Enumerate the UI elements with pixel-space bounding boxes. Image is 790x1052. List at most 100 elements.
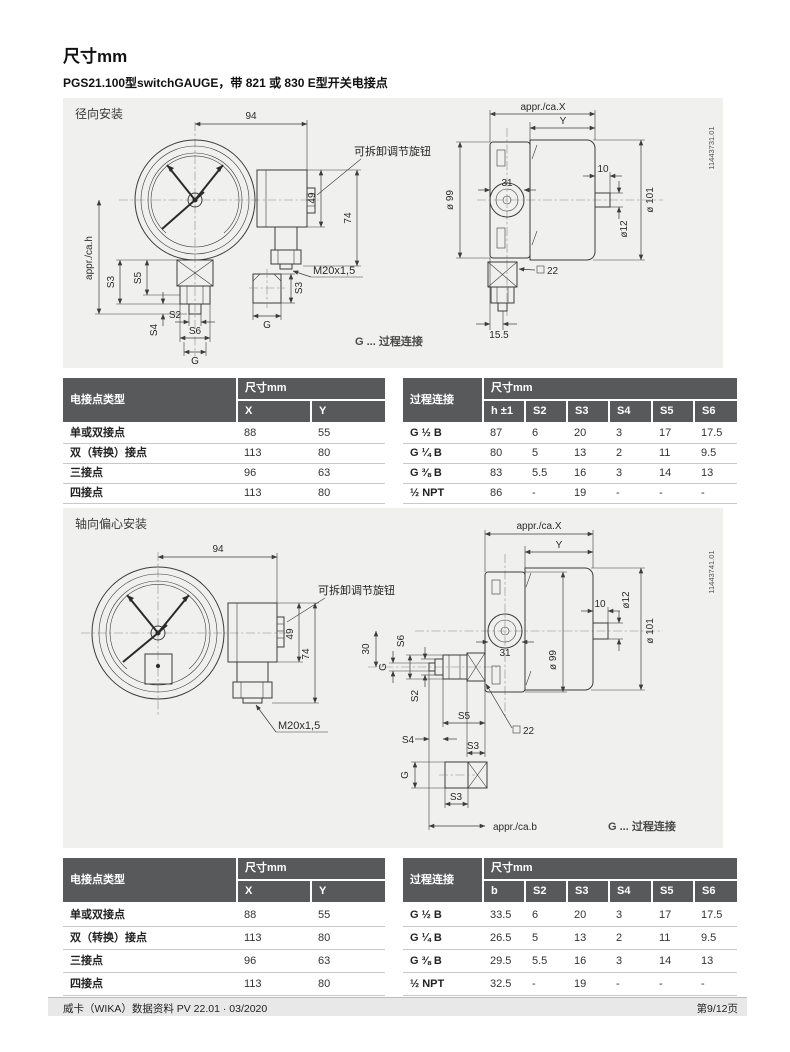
cell: 14 xyxy=(652,463,694,484)
dia-12-label: ø12 xyxy=(621,591,632,609)
row-label: 三接点 xyxy=(63,463,237,484)
col-header-process: 过程连接 xyxy=(403,378,484,424)
cell-y: 55 xyxy=(311,423,385,444)
cell: 29.5 xyxy=(483,949,525,973)
gauge-dial xyxy=(134,139,256,261)
adjustment-knob xyxy=(489,182,525,218)
cell-y: 63 xyxy=(311,949,385,973)
plug-s3-label: S3 xyxy=(450,792,463,803)
col-header-dim: 尺寸mm xyxy=(237,858,385,881)
dim-g-label: G xyxy=(378,663,389,671)
gauge-dial xyxy=(91,566,225,700)
adjustment-knob xyxy=(487,613,523,649)
dim-49-label: 49 xyxy=(307,192,318,204)
row-label: G ¼ B xyxy=(403,443,483,464)
dim-y-label: Y xyxy=(556,540,563,551)
cell: 26.5 xyxy=(483,926,525,950)
cell: 14 xyxy=(652,949,694,973)
row-label: G ½ B xyxy=(403,903,483,927)
dia-101-label: ø 101 xyxy=(645,187,656,213)
dia-101-label: ø 101 xyxy=(645,618,656,644)
cell: 17 xyxy=(652,423,694,444)
dim-s6-label: S6 xyxy=(189,326,202,337)
cell: - xyxy=(694,972,738,996)
col-header-y: Y xyxy=(311,400,385,424)
dim-s5-label: S5 xyxy=(133,271,144,284)
cell: 9.5 xyxy=(694,926,738,950)
footer-page-number: 第9/12页 xyxy=(696,1003,738,1015)
axial-mounting-panel: 轴向偏心安装 xyxy=(63,508,723,848)
cell: 2 xyxy=(609,926,652,950)
axial-mounting-drawing: 94 49 74 可拆卸调节旋钮 M20x1,5 xyxy=(81,521,716,833)
process-plug: S3 G xyxy=(249,269,305,331)
dia-99-label: ø 99 xyxy=(548,650,559,670)
col-header-s5: S5 xyxy=(652,880,695,904)
col-header-s5: S5 xyxy=(652,400,695,424)
row-label: G ¼ B xyxy=(403,926,483,950)
col-header-s3: S3 xyxy=(567,400,610,424)
col-header-s6: S6 xyxy=(694,400,738,424)
row-label: 四接点 xyxy=(63,483,237,504)
cell: - xyxy=(609,483,652,504)
radial-front-view: 94 appr./ca.h S3 S5 S2 xyxy=(84,111,431,367)
cell: 13 xyxy=(567,443,609,464)
cell: 11 xyxy=(652,926,694,950)
radial-mounting-drawing: 94 appr./ca.h S3 S5 S2 xyxy=(84,102,716,367)
cell: 87 xyxy=(483,423,525,444)
row-label: 单或双接点 xyxy=(63,423,237,444)
col-header-s6: S6 xyxy=(694,880,738,904)
dim-x-label: appr./ca.X xyxy=(520,102,565,113)
dim-15-5-label: 15.5 xyxy=(489,330,509,341)
col-header-h: h ±1 xyxy=(483,400,526,424)
cell: 13 xyxy=(694,463,738,484)
row-label: ½ NPT xyxy=(403,483,483,504)
row-label: 单或双接点 xyxy=(63,903,237,927)
cell: 5 xyxy=(525,443,567,464)
row-label: G ⅜ B xyxy=(403,949,483,973)
plug-g-label: G xyxy=(400,771,411,779)
dim-30-label: 30 xyxy=(361,643,372,655)
col-header-dim: 尺寸mm xyxy=(483,378,738,401)
dim-s4-label: S4 xyxy=(402,735,415,746)
side-stem xyxy=(487,261,518,312)
cell: - xyxy=(525,972,567,996)
row-label: 双（转换）接点 xyxy=(63,926,237,950)
col-header-dim: 尺寸mm xyxy=(237,378,385,401)
cell-x: 96 xyxy=(237,463,311,484)
cell-y: 80 xyxy=(311,443,385,464)
col-header-process: 过程连接 xyxy=(403,858,484,904)
radial-mounting-panel: 径向安装 xyxy=(63,98,723,368)
col-header-s2: S2 xyxy=(525,880,568,904)
cell-x: 113 xyxy=(237,972,311,996)
col-header-s4: S4 xyxy=(609,400,653,424)
cell-x: 113 xyxy=(237,443,311,464)
dim-s2-label: S2 xyxy=(169,310,182,321)
dim-s3-label: S3 xyxy=(106,275,117,288)
dim-s3-label: S3 xyxy=(467,741,480,752)
cell-y: 80 xyxy=(311,483,385,504)
footer-document-id: 威卡（WIKA）数据资料 PV 22.01 · 03/2020 xyxy=(63,1003,268,1015)
cell-x: 113 xyxy=(237,926,311,950)
dim-31-label: 31 xyxy=(501,178,513,189)
cell: 6 xyxy=(525,423,567,444)
col-header-x: X xyxy=(237,400,312,424)
cell: 80 xyxy=(483,443,525,464)
cell-x: 113 xyxy=(237,483,311,504)
cell: 20 xyxy=(567,903,609,927)
radial-side-view: 31 10 ø12 ø 101 ø 99 xyxy=(445,102,663,341)
col-header-s2: S2 xyxy=(525,400,568,424)
cell-x: 88 xyxy=(237,423,311,444)
plug-s3-label: S3 xyxy=(294,281,305,294)
cell: 83 xyxy=(483,463,525,484)
page-footer: 威卡（WIKA）数据资料 PV 22.01 · 03/2020 第9/12页 xyxy=(48,997,747,1016)
col-header-dim: 尺寸mm xyxy=(483,858,738,881)
